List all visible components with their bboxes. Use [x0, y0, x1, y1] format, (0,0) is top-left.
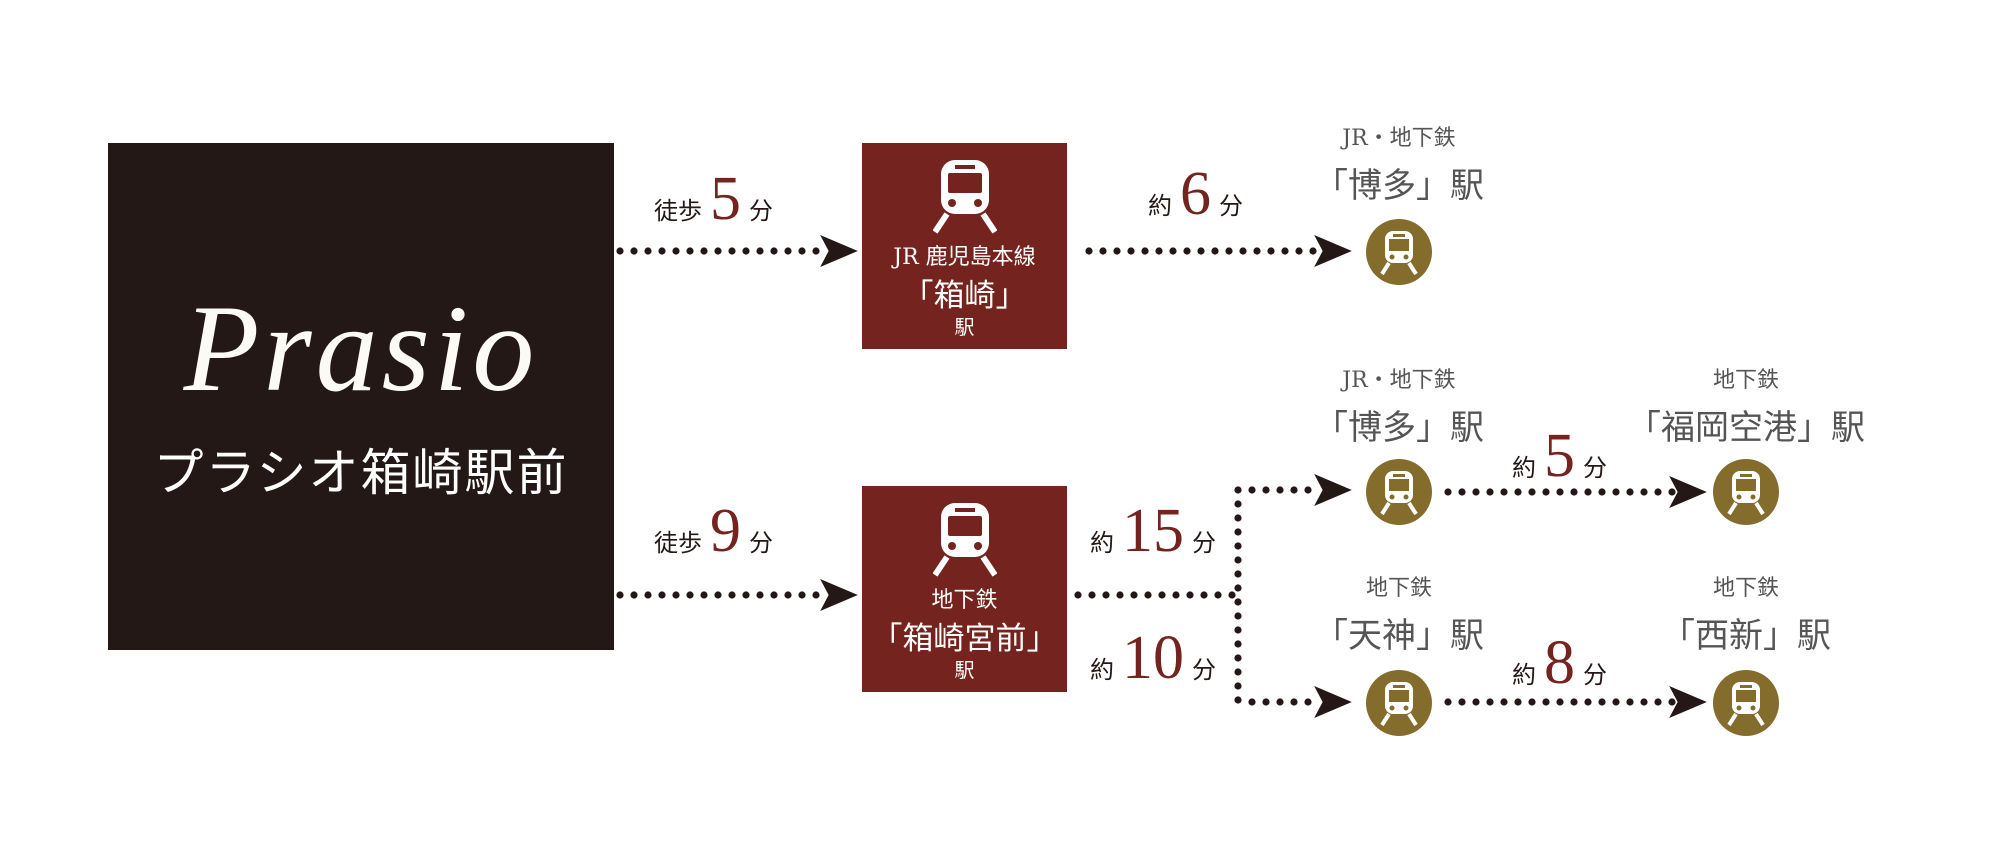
dotted-line-hakata-airport: [1444, 488, 1676, 496]
station-marker-nishijin: [1713, 670, 1779, 736]
time-minutes: 10: [1122, 624, 1184, 692]
walk-time-bottom: 徒歩 9 分: [654, 500, 773, 562]
dotted-line-branch-tenjin: [1248, 698, 1312, 706]
walk-time-top: 徒歩 5 分: [654, 168, 773, 230]
station-marker-hakata-top: [1366, 219, 1432, 285]
station-marker-airport: [1713, 459, 1779, 525]
ride-time-hakozaki-hakata: 約 6 分: [1148, 163, 1243, 225]
station-name: 「天神」駅: [1314, 616, 1484, 656]
station-suffix: 駅: [954, 315, 975, 339]
prasio-logo: Prasio: [183, 280, 539, 417]
time-minutes: 15: [1122, 497, 1184, 565]
time-minutes: 9: [710, 497, 741, 565]
time-unit: 分: [749, 197, 773, 225]
time-unit: 分: [1583, 454, 1607, 482]
station-name: 「博多」駅: [1314, 166, 1484, 206]
time-prefix: 約: [1512, 661, 1536, 689]
train-icon: [1380, 231, 1418, 276]
station-name: 「箱崎」: [902, 278, 1027, 314]
arrowhead-icon: [1314, 686, 1352, 718]
line-name: JR・地下鉄: [1342, 368, 1456, 393]
ride-time-miyamae-hakata: 約 15 分: [1090, 500, 1216, 562]
train-icon: [1727, 682, 1765, 727]
time-unit: 分: [1583, 661, 1607, 689]
dotted-line-branch-vertical: [1234, 486, 1242, 704]
arrowhead-icon: [820, 579, 858, 611]
line-name: JR 鹿児島本線: [893, 245, 1036, 270]
train-icon: [1727, 471, 1765, 516]
station-name: 「箱崎宮前」: [871, 621, 1058, 657]
station-marker-tenjin: [1366, 670, 1432, 736]
time-minutes: 5: [1544, 422, 1575, 490]
ride-time-tenjin-nishijin: 約 8 分: [1512, 632, 1607, 694]
train-icon: [1380, 471, 1418, 516]
dotted-line-branch-hakata: [1248, 486, 1312, 494]
line-name: JR・地下鉄: [1342, 126, 1456, 151]
time-prefix: 約: [1090, 656, 1114, 684]
dotted-line-hakozaki-hakata: [1085, 247, 1317, 255]
time-minutes: 8: [1544, 629, 1575, 697]
time-unit: 分: [749, 529, 773, 557]
dotted-line-walk-top: [616, 247, 820, 255]
line-name: 地下鉄: [931, 588, 998, 613]
property-name: プラシオ箱崎駅前: [153, 444, 569, 502]
time-minutes: 5: [710, 165, 741, 233]
time-prefix: 約: [1512, 454, 1536, 482]
dotted-line-walk-bottom: [616, 591, 820, 599]
dotted-line-tenjin-nishijin: [1444, 698, 1676, 706]
station-name: 「福岡空港」駅: [1627, 408, 1865, 448]
dest-label-hakata-top: JR・地下鉄 「博多」駅: [1299, 120, 1499, 207]
dest-label-hakata-mid: JR・地下鉄 「博多」駅: [1299, 362, 1499, 449]
line-name: 地下鉄: [1712, 576, 1779, 601]
station-name: 「博多」駅: [1314, 408, 1484, 448]
dest-label-tenjin: 地下鉄 「天神」駅: [1299, 570, 1499, 657]
train-icon: [933, 160, 997, 234]
arrowhead-icon: [820, 235, 858, 267]
station-suffix: 駅: [954, 658, 975, 682]
station-box-hakozakimiyamae: 地下鉄 「箱崎宮前」 駅: [862, 486, 1067, 692]
time-prefix: 約: [1090, 529, 1114, 557]
dotted-line-miyamae-branch: [1074, 591, 1236, 599]
time-unit: 分: [1219, 192, 1243, 220]
arrowhead-icon: [1314, 474, 1352, 506]
station-name: 「西新」駅: [1661, 616, 1831, 656]
ride-time-miyamae-tenjin: 約 10 分: [1090, 627, 1216, 689]
line-name: 地下鉄: [1365, 576, 1432, 601]
time-prefix: 徒歩: [654, 197, 702, 225]
dest-label-airport: 地下鉄 「福岡空港」駅: [1606, 362, 1886, 449]
time-prefix: 徒歩: [654, 529, 702, 557]
station-box-hakozaki: JR 鹿児島本線 「箱崎」 駅: [862, 143, 1067, 349]
property-box: Prasio プラシオ箱崎駅前: [108, 143, 614, 650]
station-marker-hakata-mid: [1366, 459, 1432, 525]
time-unit: 分: [1192, 656, 1216, 684]
line-name: 地下鉄: [1712, 368, 1779, 393]
time-prefix: 約: [1148, 192, 1172, 220]
train-icon: [933, 503, 997, 577]
ride-time-hakata-airport: 約 5 分: [1512, 425, 1607, 487]
train-icon: [1380, 682, 1418, 727]
time-unit: 分: [1192, 529, 1216, 557]
arrowhead-icon: [1314, 235, 1352, 267]
dest-label-nishijin: 地下鉄 「西新」駅: [1646, 570, 1846, 657]
time-minutes: 6: [1180, 160, 1211, 228]
